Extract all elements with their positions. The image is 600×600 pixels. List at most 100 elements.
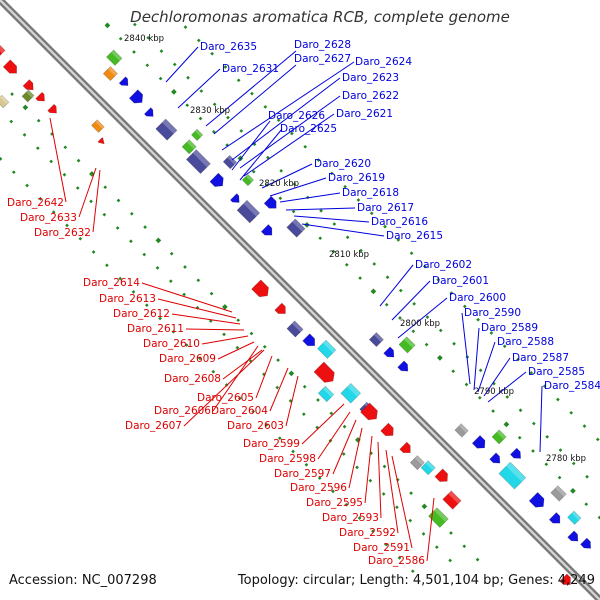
gene-label[interactable]: Daro_2603 (227, 420, 284, 432)
gene-label[interactable]: Daro_2593 (322, 512, 379, 524)
gene-label[interactable]: Daro_2596 (290, 482, 347, 494)
gene-label[interactable]: Daro_2600 (449, 292, 506, 304)
gene-label[interactable]: Daro_2617 (357, 202, 414, 214)
gene-label[interactable]: Daro_2616 (371, 216, 428, 228)
gene-block-shine (111, 49, 123, 61)
leader-line (293, 215, 370, 223)
scale-tick (199, 89, 204, 93)
leader-line (285, 207, 356, 211)
gene-label[interactable]: Daro_2595 (306, 497, 363, 509)
gene-label[interactable]: Daro_2635 (200, 41, 257, 53)
gene-label[interactable]: Daro_2642 (7, 197, 64, 209)
gene-feature (471, 435, 486, 449)
gene-label[interactable]: Daro_2591 (353, 542, 410, 554)
kbp-label: 2780 kbp (546, 454, 586, 464)
gene-label[interactable]: Daro_2585 (528, 366, 585, 378)
gene-label[interactable]: Daro_2589 (481, 322, 538, 334)
gene-label[interactable]: Daro_2610 (143, 338, 200, 350)
gene-label[interactable]: Daro_2621 (336, 108, 393, 120)
scale-tick (78, 236, 83, 241)
scale-tick (319, 208, 323, 213)
gene-label[interactable]: Daro_2597 (274, 468, 331, 480)
gene-label[interactable]: Daro_2624 (355, 56, 412, 68)
scale-tick (251, 169, 256, 174)
gene-label[interactable]: Daro_2602 (415, 259, 472, 271)
tick-marks (0, 22, 600, 574)
gene-label[interactable]: Daro_2623 (342, 72, 399, 84)
gene-arrow (263, 195, 277, 209)
gene-arrow (118, 76, 129, 86)
gene-label[interactable]: Daro_2611 (127, 323, 184, 335)
gene-label[interactable]: Daro_2625 (280, 123, 337, 135)
gene-label[interactable]: Daro_2608 (164, 373, 221, 385)
gene-label[interactable]: Daro_2633 (20, 212, 77, 224)
gene-label[interactable]: Daro_2605 (197, 392, 254, 404)
gene-label[interactable]: Daro_2584 (544, 380, 600, 392)
leader-line (78, 167, 97, 218)
gene-label[interactable]: Daro_2606 (154, 405, 211, 417)
scale-tick (235, 345, 240, 350)
gene-feature (155, 118, 178, 141)
gene-label[interactable]: Daro_2620 (314, 158, 371, 170)
scale-tick (302, 412, 306, 416)
gene-label[interactable]: Daro_2622 (342, 90, 399, 102)
gene-label[interactable]: Daro_2604 (211, 405, 268, 417)
gene-label[interactable]: Daro_2609 (159, 353, 216, 365)
gene-label[interactable]: Daro_2615 (386, 230, 443, 242)
gene-block-shine (414, 455, 425, 466)
gene-label[interactable]: Daro_2619 (328, 172, 385, 184)
gene-label[interactable]: Daro_2614 (83, 277, 140, 289)
scale-tick (545, 435, 549, 439)
scale-tick (251, 409, 256, 414)
gene-feature (442, 490, 462, 510)
gene-label[interactable]: Daro_2607 (125, 420, 182, 432)
scale-tick (102, 212, 107, 217)
gene-feature (302, 333, 315, 347)
gene-block-shine (162, 119, 177, 134)
gene-label[interactable]: Daro_2618 (342, 187, 399, 199)
gene-feature (380, 422, 394, 437)
gene-arrow (397, 360, 409, 372)
gene-label[interactable]: Daro_2627 (294, 53, 351, 65)
gene-label[interactable]: Daro_2601 (432, 275, 489, 287)
gene-label[interactable]: Daro_2588 (497, 336, 554, 348)
gene-label[interactable]: Daro_2598 (259, 453, 316, 465)
gene-label[interactable]: Daro_2599 (243, 438, 300, 450)
scale-tick (421, 503, 428, 510)
scale-tick (317, 476, 322, 480)
gene-label[interactable]: Daro_2592 (339, 527, 396, 539)
gene-label[interactable]: Daro_2626 (268, 110, 325, 122)
gene-label[interactable]: Daro_2590 (464, 307, 521, 319)
scale-tick (409, 491, 413, 495)
gene-feature (241, 173, 255, 187)
leader-line (183, 349, 265, 427)
scale-tick (142, 252, 147, 257)
gene-label[interactable]: Daro_2632 (34, 227, 91, 239)
scale-tick (421, 532, 426, 536)
scale-tick (212, 102, 217, 107)
gene-label[interactable]: Daro_2587 (512, 352, 569, 364)
gene-label[interactable]: Daro_2612 (113, 308, 170, 320)
gene-arrow (35, 91, 45, 102)
scale-tick (368, 478, 373, 483)
gene-label[interactable]: Daro_2586 (368, 555, 425, 567)
leader-line (49, 117, 67, 203)
scale-tick (491, 409, 495, 413)
leader-line (157, 298, 237, 319)
gene-label[interactable]: Daro_2631 (222, 63, 279, 75)
scale-tick (356, 198, 361, 202)
gene-label[interactable]: Daro_2628 (294, 39, 351, 51)
accession-text: Accession: NC_007298 (9, 573, 157, 588)
scale-tick (196, 38, 201, 43)
gene-feature (0, 34, 6, 60)
scale-tick (291, 209, 296, 214)
scale-tick (584, 502, 589, 507)
leader-line (222, 349, 263, 380)
scale-tick (529, 371, 534, 375)
leader-line (231, 120, 271, 171)
scale-tick (105, 263, 109, 268)
gene-label[interactable]: Daro_2613 (99, 293, 156, 305)
scale-tick (22, 133, 27, 137)
leader-line (279, 192, 341, 203)
